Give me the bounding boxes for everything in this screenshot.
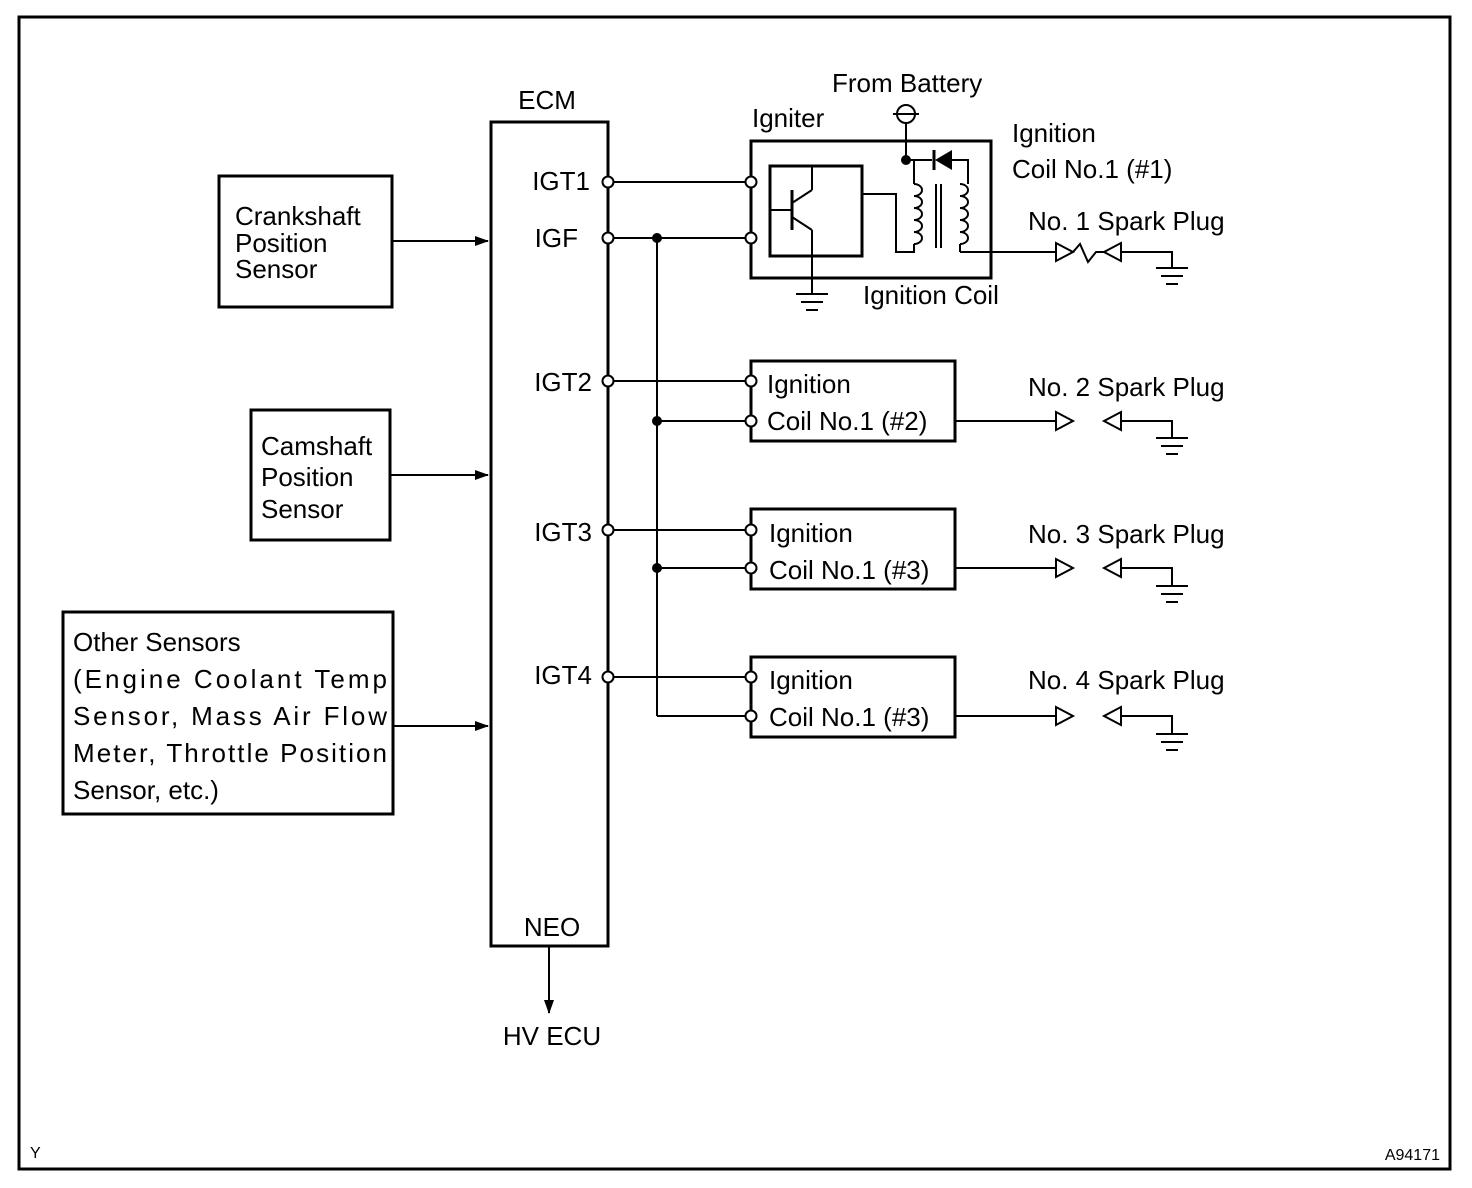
spark-plug-2: No. 2 Spark Plug	[955, 372, 1225, 455]
coil-4-label-1: Ignition	[769, 665, 853, 695]
other-sensors-label-3: Sensor, Mass Air Flow	[73, 701, 387, 731]
camshaft-label-1: Camshaft	[261, 431, 373, 461]
spark-plug-3: No. 3 Spark Plug	[955, 519, 1225, 603]
terminal	[744, 231, 758, 245]
secondary-coil-icon	[959, 183, 969, 245]
terminal	[744, 523, 758, 537]
ecm-wiring	[608, 181, 750, 717]
diagram-frame	[17, 15, 1452, 1171]
terminal	[601, 523, 615, 537]
terminal	[744, 709, 758, 723]
other-sensors: Other Sensors (Engine Coolant Temp Senso…	[61, 610, 395, 816]
spark-plug-icon	[1055, 241, 1122, 264]
coil-2-label-2: Coil No.1 (#2)	[767, 406, 927, 436]
terminal	[744, 561, 758, 575]
terminal	[744, 175, 758, 189]
crankshaft-label-3: Sensor	[235, 254, 318, 284]
coil-1-label-2: Coil No.1 (#1)	[1012, 154, 1172, 184]
other-sensors-label-1: Other Sensors	[73, 627, 241, 657]
ecm-pin-igt2: IGT2	[534, 367, 592, 397]
spark-plug-icon	[1055, 410, 1122, 432]
terminal	[601, 175, 615, 189]
camshaft-label-2: Position	[261, 462, 354, 492]
ecm-pin-neo: NEO	[524, 912, 580, 942]
coil-3-box	[749, 507, 957, 591]
spark-plug-3-label: No. 3 Spark Plug	[1028, 519, 1225, 549]
coil-4: Ignition Coil No.1 (#3)	[744, 655, 957, 739]
spark-plug-2-label: No. 2 Spark Plug	[1028, 372, 1225, 402]
spark-plug-1: No. 1 Spark Plug	[1028, 206, 1225, 285]
junction-dot	[652, 563, 662, 573]
hv-ecu-label: HV ECU	[503, 1021, 601, 1051]
spark-plug-icon	[1055, 705, 1122, 727]
ecm-pin-igt3: IGT3	[534, 517, 592, 547]
terminal	[744, 374, 758, 388]
junction-dot	[652, 233, 662, 243]
crankshaft-label-2: Position	[235, 228, 328, 258]
crankshaft-label-1: Crankshaft	[235, 201, 361, 231]
spark-plug-4-label: No. 4 Spark Plug	[1028, 665, 1225, 695]
battery-terminal-icon	[893, 104, 919, 160]
igniter-assembly: Igniter From Battery Ignition Coil No.1 …	[744, 68, 1172, 311]
camshaft-sensor: Camshaft Position Sensor	[249, 408, 392, 542]
footer-left-mark: Y	[30, 1145, 41, 1162]
coil-2-label-1: Ignition	[767, 369, 851, 399]
coil-2: Ignition Coil No.1 (#2)	[744, 359, 957, 443]
primary-coil-icon	[913, 183, 923, 245]
spark-plug-4: No. 4 Spark Plug	[955, 665, 1225, 751]
terminal	[744, 414, 758, 428]
other-sensors-label-4: Meter, Throttle Position	[73, 738, 387, 768]
ecm-pin-igt1: IGT1	[532, 166, 590, 196]
coil-4-box	[749, 655, 957, 739]
coil-3: Ignition Coil No.1 (#3)	[744, 507, 957, 591]
crankshaft-sensor: Crankshaft Position Sensor	[217, 174, 394, 309]
other-sensors-label-5: Sensor, etc.)	[73, 775, 219, 805]
igniter-box	[749, 139, 993, 280]
terminal	[744, 670, 758, 684]
from-battery-label: From Battery	[832, 68, 982, 98]
ecm-pin-igf: IGF	[535, 223, 578, 253]
ecm-title: ECM	[518, 85, 576, 115]
ground-icon	[796, 293, 828, 311]
ignition-coil-label: Ignition Coil	[863, 280, 999, 310]
coil-4-label-2: Coil No.1 (#3)	[769, 702, 929, 732]
ground-icon	[1156, 267, 1188, 285]
terminal	[601, 374, 615, 388]
ecm: ECM IGT1 IGF IGT2 IGT3 IGT4 NEO	[489, 85, 610, 948]
other-sensors-label-2: (Engine Coolant Temp	[73, 664, 387, 694]
ground-icon	[1156, 585, 1188, 603]
coil-3-label-1: Ignition	[769, 518, 853, 548]
spark-plug-1-label: No. 1 Spark Plug	[1028, 206, 1225, 236]
transistor-icon	[770, 166, 813, 256]
diode-icon	[932, 150, 952, 170]
terminal	[601, 670, 615, 684]
ground-icon	[1156, 437, 1188, 455]
spark-plug-icon	[1055, 557, 1122, 579]
ecm-terminals	[601, 175, 615, 684]
ground-icon	[1156, 733, 1188, 751]
coil-1-label-1: Ignition	[1012, 118, 1096, 148]
coil-2-box	[749, 359, 957, 443]
figure-code: A94171	[1385, 1147, 1440, 1164]
terminal	[601, 231, 615, 245]
coil-3-label-2: Coil No.1 (#3)	[769, 555, 929, 585]
igniter-label: Igniter	[752, 103, 825, 133]
junction-dot	[652, 416, 662, 426]
ecm-pin-igt4: IGT4	[534, 660, 592, 690]
camshaft-label-3: Sensor	[261, 494, 344, 524]
other-sensors-box	[61, 610, 395, 816]
